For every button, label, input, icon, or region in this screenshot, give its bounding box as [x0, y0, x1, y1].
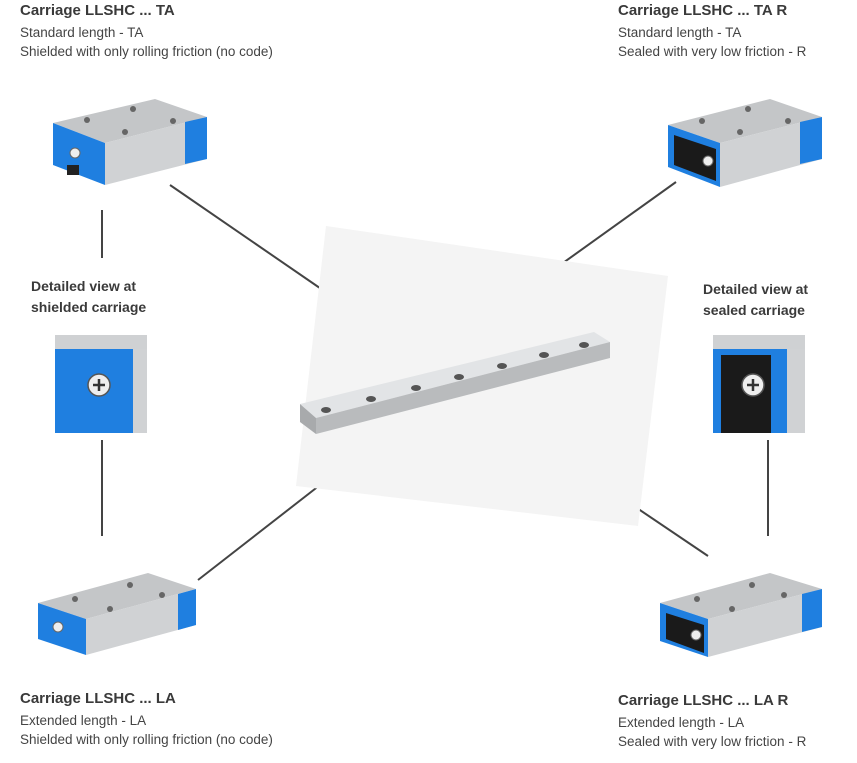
- carriage-length: Standard length - TA: [618, 25, 742, 40]
- carriage-friction: Sealed with very low friction - R: [618, 734, 807, 749]
- carriage-ta-r-label: Carriage LLSHC ... TA R Standard length …: [618, 2, 806, 61]
- carriage-length: Extended length - LA: [618, 715, 745, 730]
- detail-caption-line: Detailed view at: [31, 278, 137, 294]
- carriage-la-shielded-image: [38, 573, 196, 655]
- carriage-title: Carriage LLSHC ... LA R: [618, 692, 789, 709]
- carriage-la-label: Carriage LLSHC ... LA Extended length - …: [20, 690, 273, 749]
- detail-shielded-caption: Detailed view at shielded carriage: [31, 276, 146, 318]
- carriage-la-r-label: Carriage LLSHC ... LA R Extended length …: [618, 692, 806, 751]
- carriage-title: Carriage LLSHC ... TA R: [618, 2, 788, 19]
- detail-sealed-caption: Detailed view at sealed carriage: [703, 279, 808, 321]
- detail-shielded-image: [55, 335, 147, 433]
- carriage-length: Standard length - TA: [20, 25, 144, 40]
- linear-guide-rail: [296, 226, 668, 526]
- connector-bottom-left-diagonal: [197, 484, 321, 581]
- carriage-friction: Shielded with only rolling friction (no …: [20, 732, 273, 747]
- carriage-ta-shielded-image: [53, 99, 207, 185]
- detail-caption-line: Detailed view at: [703, 281, 809, 297]
- carriage-length: Extended length - LA: [20, 713, 147, 728]
- carriage-ta-r-sealed-image: [668, 99, 822, 187]
- carriage-title: Carriage LLSHC ... TA: [20, 2, 175, 19]
- connector-top-left-diagonal: [169, 184, 331, 296]
- carriage-title: Carriage LLSHC ... LA: [20, 690, 176, 707]
- carriage-ta-label: Carriage LLSHC ... TA Standard length - …: [20, 2, 273, 61]
- detail-caption-line: shielded carriage: [31, 299, 147, 315]
- detail-sealed-image: [713, 335, 805, 433]
- detail-caption-line: sealed carriage: [703, 302, 805, 318]
- carriage-friction: Sealed with very low friction - R: [618, 44, 807, 59]
- carriage-la-r-sealed-image: [660, 573, 822, 657]
- carriage-friction: Shielded with only rolling friction (no …: [20, 44, 273, 59]
